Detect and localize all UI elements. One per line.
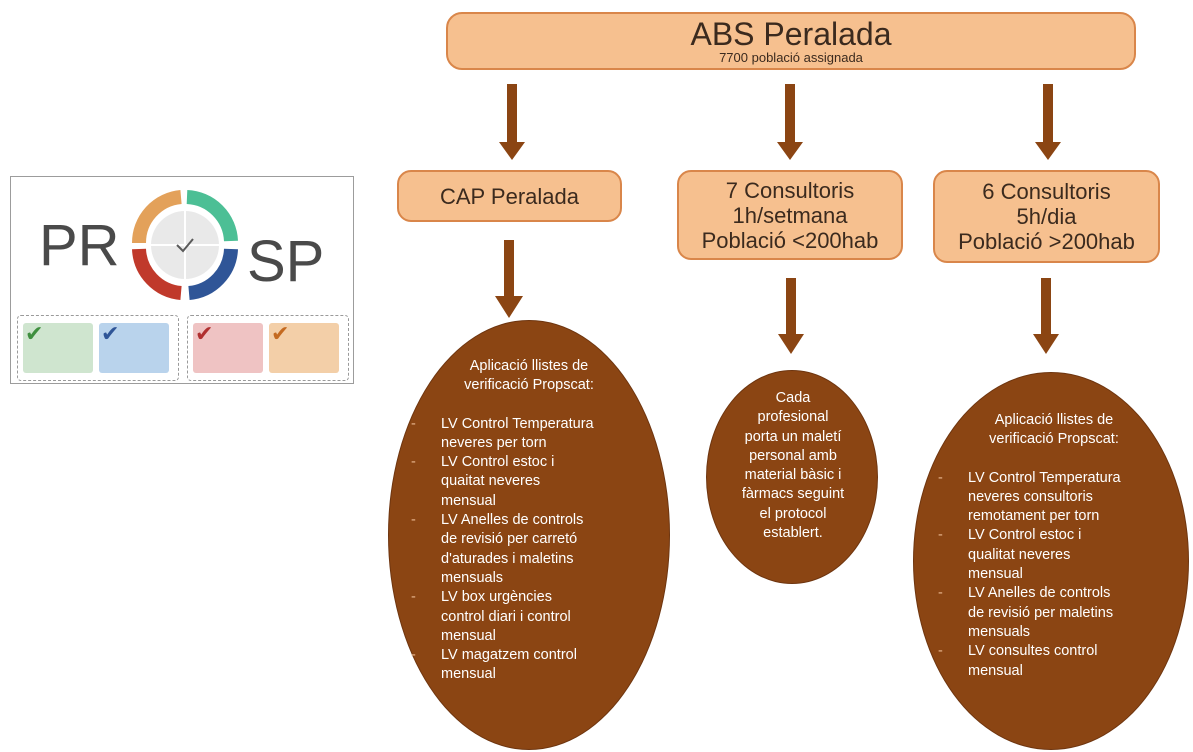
list-item-line: d'aturades i maletins xyxy=(441,550,574,567)
box-line: Població >200hab xyxy=(958,229,1135,254)
abs-peralada-box: ABS Peralada 7700 població assignada xyxy=(446,12,1136,70)
list-item: LV Control estoc i quaitat neveres mensu… xyxy=(409,453,649,511)
intro-line: Aplicació llistes de xyxy=(994,412,1114,428)
ellipse-line: personal amb xyxy=(749,447,837,464)
list-item: LV Anelles de controls de revisió per ca… xyxy=(409,511,649,588)
list-item-line: LV Control Temperatura xyxy=(441,415,594,432)
list-item: LV box urgències control diari i control… xyxy=(409,588,649,646)
ellipse-line: profesional xyxy=(757,409,829,426)
ellipse-line: establert. xyxy=(763,525,823,542)
list-item-line: LV consultes control xyxy=(968,643,1098,660)
list-item-line: LV Control estoc i xyxy=(968,527,1082,544)
list-item: LV magatzem control mensual xyxy=(409,646,649,685)
list-item: LV Control Temperatura neveres consultor… xyxy=(936,469,1172,527)
list-item: LV Control estoc i qualitat neveres mens… xyxy=(936,526,1172,584)
list-item-line: mensuals xyxy=(968,623,1031,640)
box-line: 1h/setmana xyxy=(732,202,848,228)
consultoris-7-ellipse: Cada profesional porta un maletí persona… xyxy=(706,370,878,584)
arrow-down-icon xyxy=(495,240,523,318)
ellipse-line: el protocol xyxy=(759,505,827,522)
intro-line: verificació Propscat: xyxy=(989,431,1119,448)
logo-card xyxy=(23,323,93,373)
list-item-line: LV magatzem control xyxy=(441,647,577,664)
consultoris-6-checklist-ellipse: Aplicació llistes de verificació Propsca… xyxy=(913,372,1189,750)
list-item-line: LV Anelles de controls xyxy=(968,585,1111,602)
checklist: LV Control Temperatura neveres per torn … xyxy=(409,415,649,685)
prosp-logo-image: PR SP ✔ ✔ ✔ ✔ xyxy=(10,176,354,384)
consultoris-7-box: 7 Consultoris 1h/setmana Població <200ha… xyxy=(677,170,903,260)
ellipse-line: material bàsic i xyxy=(744,467,842,484)
list-item-line: mensual xyxy=(968,662,1023,679)
cycle-ring-icon xyxy=(131,190,238,300)
logo-letters-left: PR xyxy=(39,213,120,278)
cap-checklist-ellipse: Aplicació llistes de verificació Propsca… xyxy=(388,320,670,750)
check-icon: ✔ xyxy=(101,321,120,346)
logo-letters-right: SP xyxy=(247,229,325,294)
list-item-line: mensual xyxy=(441,627,496,644)
ellipse-line: porta un maletí xyxy=(744,428,842,445)
consultoris-6-box: 6 Consultoris 5h/dia Població >200hab xyxy=(933,170,1160,263)
check-icon: ✔ xyxy=(195,321,214,346)
list-item-line: mensual xyxy=(968,566,1023,583)
ellipse-line: Cada xyxy=(775,390,811,406)
ellipse-intro: Aplicació llistes de verificació Propsca… xyxy=(936,411,1172,450)
arrow-down-icon xyxy=(778,278,804,354)
list-item: LV Anelles de controls de revisió per ma… xyxy=(936,584,1172,642)
arrow-down-icon xyxy=(499,84,525,160)
check-icon: ✔ xyxy=(271,321,290,346)
intro-line: Aplicació llistes de xyxy=(469,358,589,374)
cap-peralada-box: CAP Peralada xyxy=(397,170,622,222)
list-item-line: qualitat neveres xyxy=(968,546,1071,563)
arrow-down-icon xyxy=(1035,84,1061,160)
list-item: LV consultes control mensual xyxy=(936,642,1172,681)
box-line: CAP Peralada xyxy=(439,183,579,209)
list-item-line: remotament per torn xyxy=(968,508,1100,525)
list-item-line: mensual xyxy=(441,666,496,683)
list-item-line: LV Control Temperatura xyxy=(968,469,1121,486)
checklist: LV Control Temperatura neveres consultor… xyxy=(936,469,1172,681)
list-item-line: de revisió per carretó xyxy=(441,531,578,548)
box-line: Població <200hab xyxy=(701,227,879,253)
box-line: 7 Consultoris xyxy=(725,177,855,203)
list-item-line: mensuals xyxy=(441,569,504,586)
list-item: LV Control Temperatura neveres per torn xyxy=(409,415,649,454)
box-line: 5h/dia xyxy=(1016,204,1077,229)
list-item-line: quaitat neveres xyxy=(441,473,541,490)
top-title: ABS Peralada xyxy=(690,16,892,52)
list-item-line: mensual xyxy=(441,492,496,509)
list-item-line: neveres consultoris xyxy=(968,488,1093,505)
list-item-line: LV Anelles de controls xyxy=(441,512,584,529)
top-subtitle: 7700 població assignada xyxy=(719,50,863,65)
list-item-line: de revisió per maletins xyxy=(968,604,1114,621)
list-item-line: neveres per torn xyxy=(441,434,547,451)
intro-line: verificació Propscat: xyxy=(464,377,594,394)
logo-card xyxy=(99,323,169,373)
logo-card xyxy=(269,323,339,373)
box-line: 6 Consultoris xyxy=(982,179,1111,204)
logo-group-right xyxy=(187,315,349,381)
arrow-down-icon xyxy=(1033,278,1059,354)
list-item-line: control diari i control xyxy=(441,608,571,625)
ellipse-intro: Aplicació llistes de verificació Propsca… xyxy=(409,357,649,396)
list-item-line: LV box urgències xyxy=(441,589,552,606)
logo-card xyxy=(193,323,263,373)
logo-group-left xyxy=(17,315,179,381)
check-icon: ✔ xyxy=(25,321,44,346)
arrow-down-icon xyxy=(777,84,803,160)
list-item-line: LV Control estoc i xyxy=(441,454,555,471)
ellipse-line: fàrmacs seguint xyxy=(741,486,845,503)
